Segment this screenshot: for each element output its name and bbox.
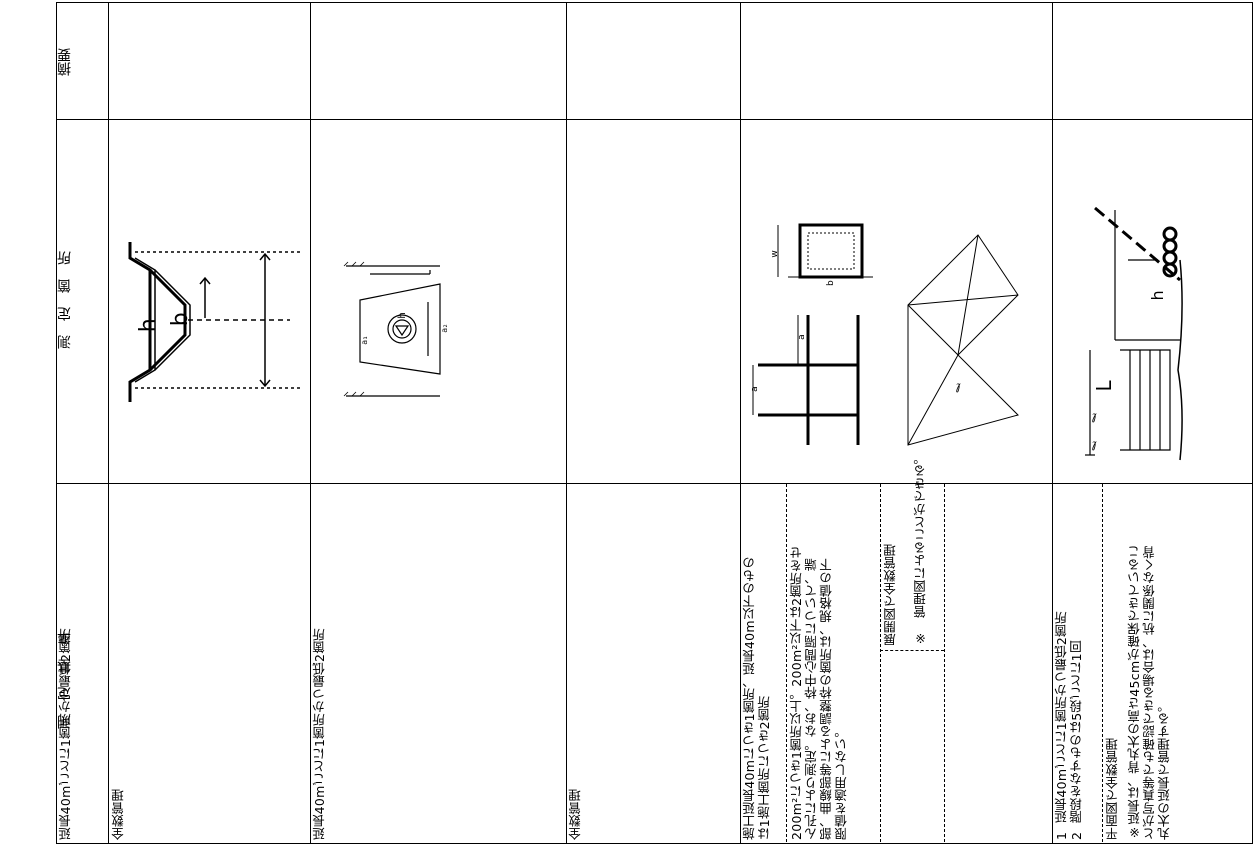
row2-standard-main: 延長40mごとに1箇所かつ最低2箇所: [312, 628, 327, 840]
row1-standard-sub: 全数管理: [111, 788, 126, 840]
row-divider-2: [566, 2, 567, 844]
row3-standard-main: 全数管理: [568, 788, 583, 840]
row5-note-line-1: ※延長は、背丸太の高さ45cmが確保できているこ: [1127, 545, 1142, 840]
row4-dash-3: [944, 484, 945, 842]
row2-label-a2: a₂: [440, 324, 449, 333]
row5-label-L: L: [1092, 380, 1116, 392]
row4-label-l: ℓ: [951, 380, 965, 395]
row5-log-retaining-diagram: [1085, 206, 1183, 461]
row4-label-w: w: [770, 250, 780, 258]
row5-standard-line-2: 2 階段をなすものは5段ごとに1回: [1069, 640, 1084, 840]
row4-note-line-2: ん孔により測定。なお、枠中心間隔について、端: [804, 558, 819, 840]
row4-dash-h: [880, 650, 944, 651]
row4-dash-1: [786, 484, 787, 842]
header-remarks: 摘要: [57, 48, 73, 76]
row4-standard-line-2: は1施工箇所につき2箇所: [757, 695, 772, 840]
row4-dash-2: [880, 484, 881, 842]
row-divider-left: [56, 2, 57, 844]
row4-item-1: 展開図で全数管理: [883, 543, 898, 646]
row5-label-l-2: ℓ: [1087, 410, 1101, 425]
row4-note-line-1: 200m²につき1箇所以上。200m²以下は2箇所をせ: [789, 546, 804, 840]
header-location: 測 定 箇 所: [57, 251, 73, 349]
row1-label-h: h: [136, 318, 161, 333]
row4-item-2: ※ 管理図によることができる。: [913, 451, 928, 647]
row5-standard-line-1: 1 延長40mごとに1箇所かつ最低2箇所: [1054, 611, 1069, 840]
row4-label-a-1: a: [750, 386, 760, 392]
row5-note-line-2: とが写真等でも確認できる場合は、杭に関係なく背: [1142, 545, 1157, 840]
row-divider-0: [108, 2, 109, 844]
row1-standard-main: 延長40mごとに1箇所かつ最低2箇所: [58, 628, 73, 840]
row4-standard-line-1: 施工延長40mにつき1箇所、延長40m以下のもの: [742, 556, 757, 840]
row1-channel-diagram: [128, 242, 300, 402]
row4-frame-diagram: [752, 223, 1019, 446]
row5-dash-1: [1102, 484, 1103, 842]
row2-label-a1: a₁: [360, 336, 369, 345]
row-divider-4: [1052, 2, 1053, 844]
row5-note-line-3: 丸太の延長で管理する。: [1157, 699, 1172, 840]
row4-label-a-2: a: [797, 334, 807, 340]
header-divider-2: [56, 483, 1252, 484]
row1-dash-separator: [108, 484, 109, 842]
row5-label-l-1: ℓ: [1087, 438, 1101, 453]
row-divider-1: [310, 2, 311, 844]
row4-label-b: b: [826, 280, 836, 287]
row2-culvert-diagram: [343, 261, 441, 397]
header-divider-1: [56, 119, 1252, 120]
row1-label-b: b: [168, 312, 193, 327]
row5-item-1: 平面図で全数管理: [1105, 737, 1120, 840]
row2-label-h: h: [397, 312, 408, 319]
row-divider-3: [740, 2, 741, 844]
row4-note-line-3: 部、曲線部等による調整枠の箇所は、規格値の下: [819, 558, 834, 840]
row4-note-line-4: 限値を適用しない。: [834, 724, 849, 840]
row5-label-h: h: [1148, 290, 1167, 301]
